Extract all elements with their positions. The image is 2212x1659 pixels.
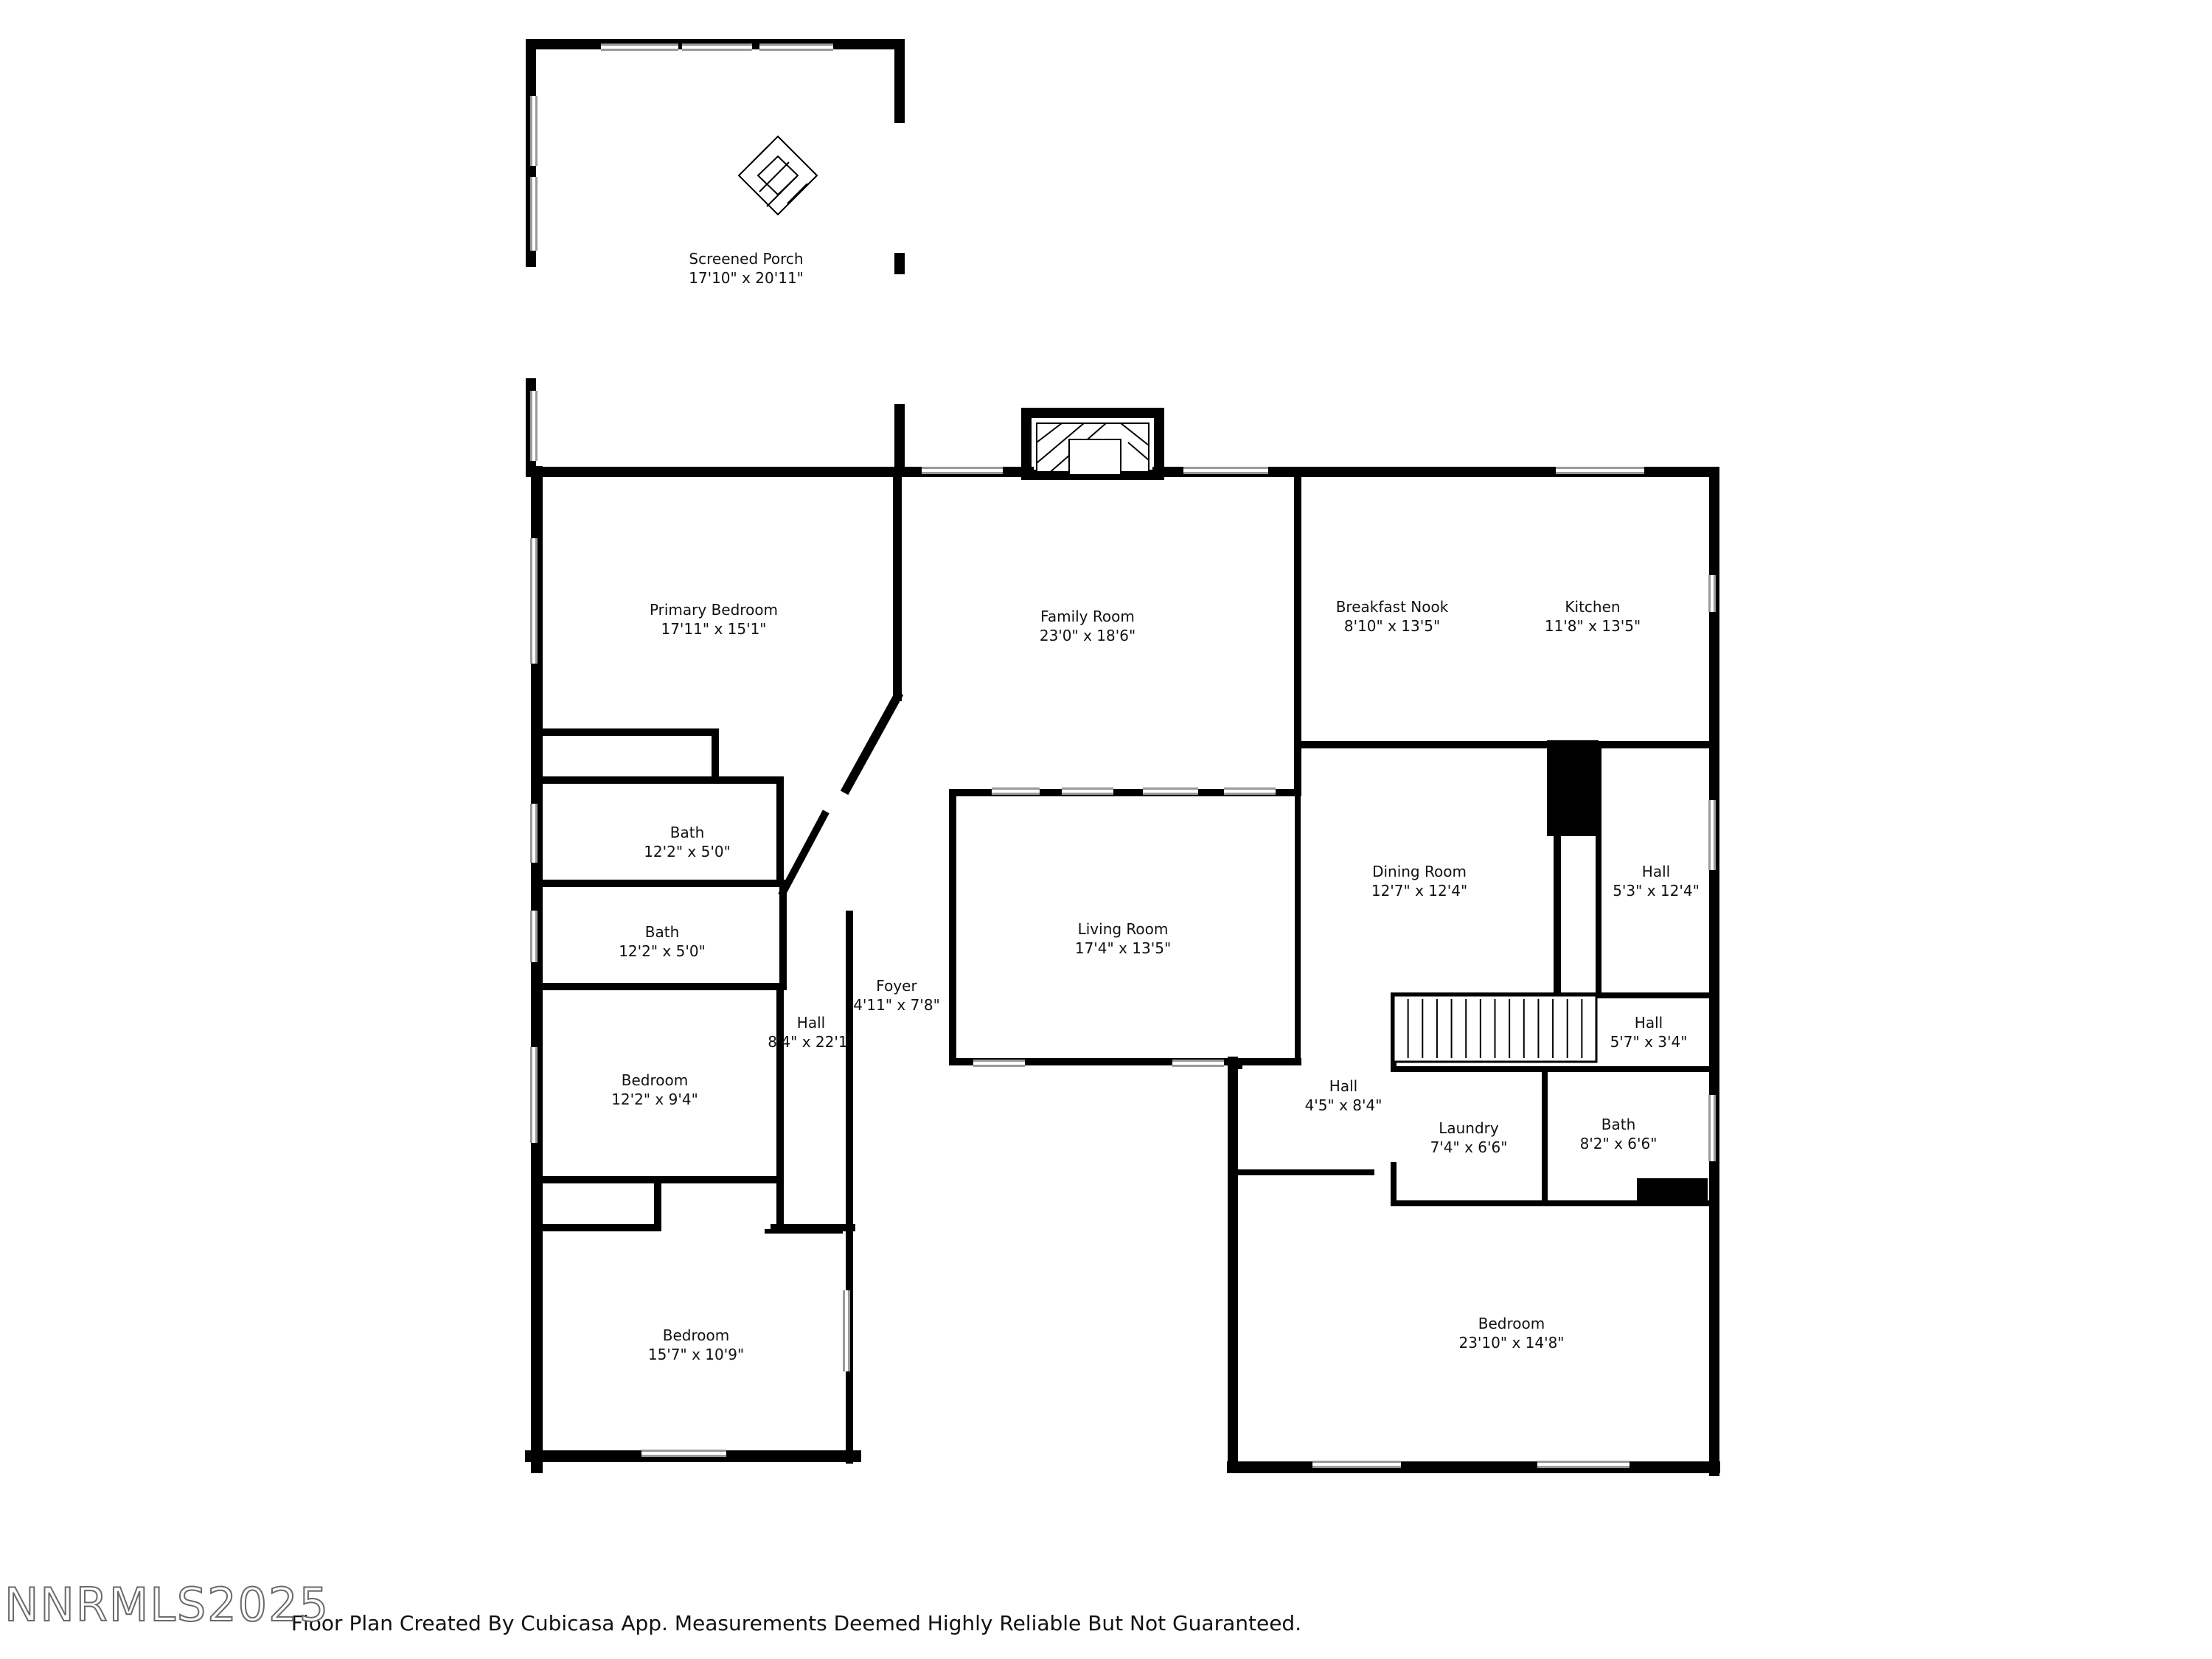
wall-segment xyxy=(778,810,830,897)
room-label-kitchen: Kitchen 11'8" x 13'5" xyxy=(1545,598,1641,635)
room-label-hall-center: Hall 4'5" x 8'4" xyxy=(1305,1077,1382,1114)
svg-text:4'5" x 8'4": 4'5" x 8'4" xyxy=(1305,1096,1382,1114)
svg-text:23'10" x 14'8": 23'10" x 14'8" xyxy=(1458,1334,1564,1352)
room-label-bedroom-3: Bedroom 23'10" x 14'8" xyxy=(1458,1315,1564,1352)
svg-text:17'10" x 20'11": 17'10" x 20'11" xyxy=(689,269,804,287)
room-label-foyer: Foyer 4'11" x 7'8" xyxy=(853,977,940,1014)
svg-text:Bedroom: Bedroom xyxy=(622,1071,688,1089)
svg-text:8'2" x 6'6": 8'2" x 6'6" xyxy=(1580,1135,1658,1152)
room-label-dining-room: Dining Room 12'7" x 12'4" xyxy=(1371,863,1467,900)
svg-text:Primary Bedroom: Primary Bedroom xyxy=(650,601,778,619)
grill-icon xyxy=(737,135,818,216)
svg-text:11'8" x 13'5": 11'8" x 13'5" xyxy=(1545,617,1641,635)
svg-text:Bedroom: Bedroom xyxy=(663,1326,729,1344)
room-label-primary-bedroom: Primary Bedroom 17'11" x 15'1" xyxy=(650,601,778,638)
svg-text:12'2" x 9'4": 12'2" x 9'4" xyxy=(611,1091,698,1108)
room-label-bath-1: Bath 12'2" x 5'0" xyxy=(644,824,731,860)
wall-block xyxy=(1637,1178,1708,1202)
svg-text:Foyer: Foyer xyxy=(876,977,917,995)
svg-text:Hall: Hall xyxy=(797,1014,825,1032)
room-label-hall-east: Hall 5'3" x 12'4" xyxy=(1613,863,1700,900)
svg-text:15'7" x 10'9": 15'7" x 10'9" xyxy=(648,1346,744,1363)
floor-plan-disclaimer: Floor Plan Created By Cubicasa App. Meas… xyxy=(291,1611,1302,1635)
svg-text:Family Room: Family Room xyxy=(1040,608,1135,625)
room-label-bath-2: Bath 12'2" x 5'0" xyxy=(619,923,706,960)
svg-text:Hall: Hall xyxy=(1642,863,1670,880)
room-label-screened-porch: Screened Porch 17'10" x 20'11" xyxy=(689,250,804,287)
wall-segment xyxy=(840,690,904,796)
svg-text:23'0" x 18'6": 23'0" x 18'6" xyxy=(1040,627,1135,644)
svg-text:8'4" x 22'1": 8'4" x 22'1" xyxy=(768,1033,855,1051)
room-label-hall-small: Hall 5'7" x 3'4" xyxy=(1610,1014,1688,1051)
svg-text:12'2" x 5'0": 12'2" x 5'0" xyxy=(644,843,731,860)
fireplace xyxy=(1021,408,1164,480)
svg-text:Kitchen: Kitchen xyxy=(1565,598,1620,616)
wall-block xyxy=(1547,740,1599,836)
room-label-laundry: Laundry 7'4" x 6'6" xyxy=(1430,1119,1508,1156)
room-label-bedroom-1: Bedroom 12'2" x 9'4" xyxy=(611,1071,698,1108)
windows xyxy=(530,44,1716,1468)
room-label-hall-west: Hall 8'4" x 22'1" xyxy=(768,1014,855,1051)
svg-text:17'11" x 15'1": 17'11" x 15'1" xyxy=(661,620,766,638)
svg-text:Breakfast Nook: Breakfast Nook xyxy=(1336,598,1449,616)
svg-text:Bedroom: Bedroom xyxy=(1478,1315,1545,1332)
svg-text:8'10" x 13'5": 8'10" x 13'5" xyxy=(1344,617,1440,635)
staircase xyxy=(1392,994,1598,1063)
svg-text:Dining Room: Dining Room xyxy=(1372,863,1467,880)
room-label-family-room: Family Room 23'0" x 18'6" xyxy=(1040,608,1135,644)
svg-text:Bath: Bath xyxy=(1601,1116,1636,1133)
svg-text:12'2" x 5'0": 12'2" x 5'0" xyxy=(619,942,706,960)
room-label-breakfast-nook: Breakfast Nook 8'10" x 13'5" xyxy=(1336,598,1449,635)
room-label-bath-3: Bath 8'2" x 6'6" xyxy=(1580,1116,1658,1152)
room-label-bedroom-2: Bedroom 15'7" x 10'9" xyxy=(648,1326,744,1363)
room-label-living-room: Living Room 17'4" x 13'5" xyxy=(1075,920,1171,957)
svg-text:Bath: Bath xyxy=(645,923,680,941)
svg-text:Hall: Hall xyxy=(1329,1077,1357,1095)
svg-text:5'7" x 3'4": 5'7" x 3'4" xyxy=(1610,1033,1688,1051)
svg-text:4'11" x 7'8": 4'11" x 7'8" xyxy=(853,996,940,1014)
svg-text:12'7" x 12'4": 12'7" x 12'4" xyxy=(1371,882,1467,900)
svg-text:7'4" x 6'6": 7'4" x 6'6" xyxy=(1430,1138,1508,1156)
svg-text:Screened Porch: Screened Porch xyxy=(689,250,803,268)
svg-text:Living Room: Living Room xyxy=(1078,920,1169,938)
svg-text:17'4" x 13'5": 17'4" x 13'5" xyxy=(1075,939,1171,957)
svg-text:Laundry: Laundry xyxy=(1439,1119,1499,1137)
watermark: NNRMLS2025 xyxy=(4,1577,330,1632)
svg-text:Hall: Hall xyxy=(1635,1014,1663,1032)
svg-text:Bath: Bath xyxy=(670,824,705,841)
svg-text:5'3" x 12'4": 5'3" x 12'4" xyxy=(1613,882,1700,900)
